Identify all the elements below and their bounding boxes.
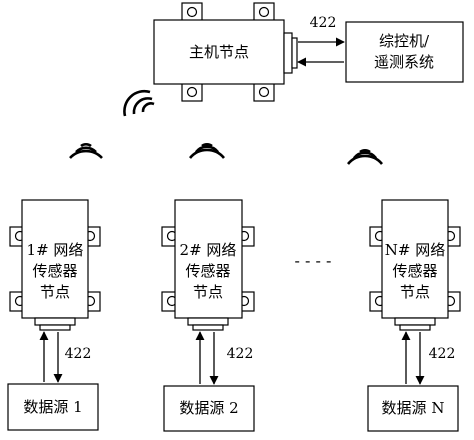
wireless-signal-icon [69,143,103,159]
sensor-node-1-line1: 1# 网络 [27,241,84,259]
sensor-node-1-line3: 节点 [40,283,70,301]
data-source-n-label: 数据源 N [382,399,445,417]
host-link: 422 [297,15,345,67]
sensor-node-1-line2: 传感器 [32,262,77,280]
sensor-node-n: N# 网络 传感器 节点 [369,199,461,331]
sensor-link-2-label: 422 [227,346,254,362]
control-system-box: 综控机/ 遥测系统 [345,21,464,83]
sensor-node-n-line2: 传感器 [392,262,437,280]
sensor-node-2-line2: 传感器 [185,262,230,280]
host-link-label: 422 [310,15,337,31]
sensor-link-n: 422 [401,331,456,385]
sensor-node-1: 1# 网络 传感器 节点 [9,199,101,331]
wireless-signal-icon [123,89,155,117]
control-system-line2: 遥测系统 [374,53,434,71]
sensor-link-1: 422 [39,331,92,383]
sensor-node-2-line3: 节点 [193,283,223,301]
data-source-2-label: 数据源 2 [179,399,238,417]
data-source-1-label: 数据源 1 [23,398,82,416]
sensor-link-1-label: 422 [65,346,92,362]
host-node-label: 主机节点 [189,43,249,61]
control-system-line1: 综控机/ [379,32,430,50]
sensor-node-n-line1: N# 网络 [385,241,445,259]
wireless-signal-icon [346,149,384,165]
host-node: 主机节点 [153,2,298,102]
data-source-n: 数据源 N [367,385,459,432]
ellipsis-dashes: - - - - [295,251,332,270]
sensor-link-n-label: 422 [429,346,456,362]
wireless-signal-icon [188,143,226,159]
sensor-node-n-line3: 节点 [400,283,430,301]
data-source-2: 数据源 2 [163,385,255,432]
data-source-1: 数据源 1 [7,383,99,431]
sensor-node-2: 2# 网络 传感器 节点 [161,199,255,331]
sensor-link-2: 422 [195,331,254,385]
sensor-node-2-line1: 2# 网络 [180,241,237,259]
